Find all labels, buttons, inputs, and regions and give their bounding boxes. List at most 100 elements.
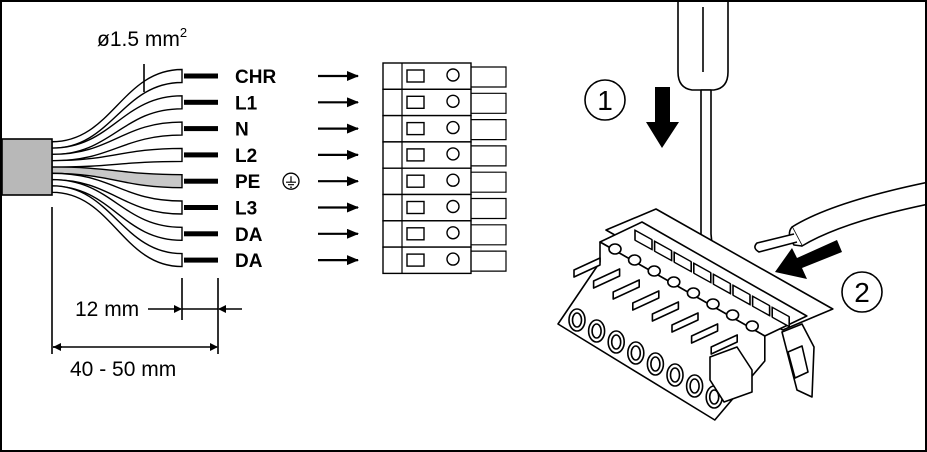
top-hole [666,276,681,288]
terminal-label: CHR [235,67,276,88]
inserted-wire [754,182,925,253]
stripped-conductor [184,152,218,158]
insertion-arrows [318,71,359,266]
top-hole [647,265,662,277]
wire-entry-hole [446,147,460,161]
terminal-tail [471,171,507,193]
terminal-tail [471,145,507,167]
release-opening [406,174,425,188]
dimension-sheath-strip: 40 - 50 mm [51,207,219,381]
sheath-strip-label: 40 - 50 mm [70,358,176,381]
front-screw-hole-inner [650,356,661,372]
stripped-conductor [184,178,218,184]
release-slot [653,240,673,262]
release-slot [751,295,771,317]
top-hole [608,243,622,255]
wire-entry-hole [446,120,460,135]
terminal-label: N [235,120,249,141]
insert-arrow-icon [775,240,842,279]
terminal-tail [471,92,507,114]
lever [592,268,621,289]
terminal-label: PE [235,172,260,193]
lever [710,334,738,355]
top-hole [706,298,720,310]
wire [51,166,183,189]
release-slot [732,284,751,306]
terminal-tail [471,250,507,272]
terminal-tail [471,224,507,246]
release-opening [406,95,425,110]
stripped-conductor [184,205,218,210]
screwdriver [677,2,729,265]
release-opening [406,200,425,215]
wire [51,95,183,156]
front-screw-hole-inner [591,323,602,339]
step-2-marker: 2 [841,271,883,313]
terminal-connector-isometric [557,208,834,421]
terminal-block-front-view [382,62,507,275]
terminal-tail [471,197,507,220]
lever [632,290,660,311]
front-screw-hole-inner [630,345,642,361]
lever [651,301,680,322]
terminal-label: L1 [235,93,258,114]
svg-text:2: 2 [854,277,870,308]
top-hole [686,287,701,299]
terminal-label: L3 [235,199,257,220]
lever [671,312,699,333]
release-slot [634,229,653,251]
down-arrow-icon [646,87,679,148]
stripped-conductor [184,257,218,263]
wire-entry-hole [446,199,460,214]
lever [690,323,719,344]
release-slot [673,251,693,273]
front-screw-hole-inner [571,312,583,328]
wire [51,121,183,162]
wire-entry-hole [446,68,460,82]
wire-entry-hole [446,173,460,187]
release-slot [692,262,712,284]
front-latch [709,346,753,403]
release-slot [712,273,732,295]
stripped-conductor [184,99,218,105]
release-opening [406,253,425,267]
earth-icon-lines [286,176,296,188]
front-screw-hole-inner [689,378,700,394]
release-slot [771,306,791,328]
release-opening [406,69,425,83]
strip-length-label: 12 mm [75,298,139,321]
wire-diameter-label: ø1.5 mm2 [97,25,187,51]
wire-fan [51,68,218,268]
front-screw-hole-inner [708,389,720,405]
front-screw-hole-inner [669,367,681,383]
wire [51,147,183,168]
latch-inner [787,345,809,379]
stripped-conductor [184,73,218,79]
terminal-label: DA [235,225,263,246]
wire-entry-hole [446,252,460,266]
terminal-label: DA [235,251,263,272]
release-opening [406,227,425,241]
top-hole [627,254,642,266]
wire [51,185,183,268]
dimension-strip-length: 12 mm [75,278,242,321]
wire [51,172,183,215]
earth-icon [282,172,300,190]
lever [612,279,640,300]
svg-text:1: 1 [597,85,613,116]
lever [573,257,601,278]
wire [51,178,183,242]
stripped-conductor [184,126,218,132]
release-opening [406,121,425,136]
front-screw-hole-inner [610,334,622,350]
release-opening [406,148,425,162]
terminal-tail [471,66,507,88]
top-hole [725,309,740,321]
wire-entry-hole [446,226,460,240]
wire-entry-hole [446,94,460,109]
cable-sheath [2,138,53,196]
top-hole [745,320,760,332]
